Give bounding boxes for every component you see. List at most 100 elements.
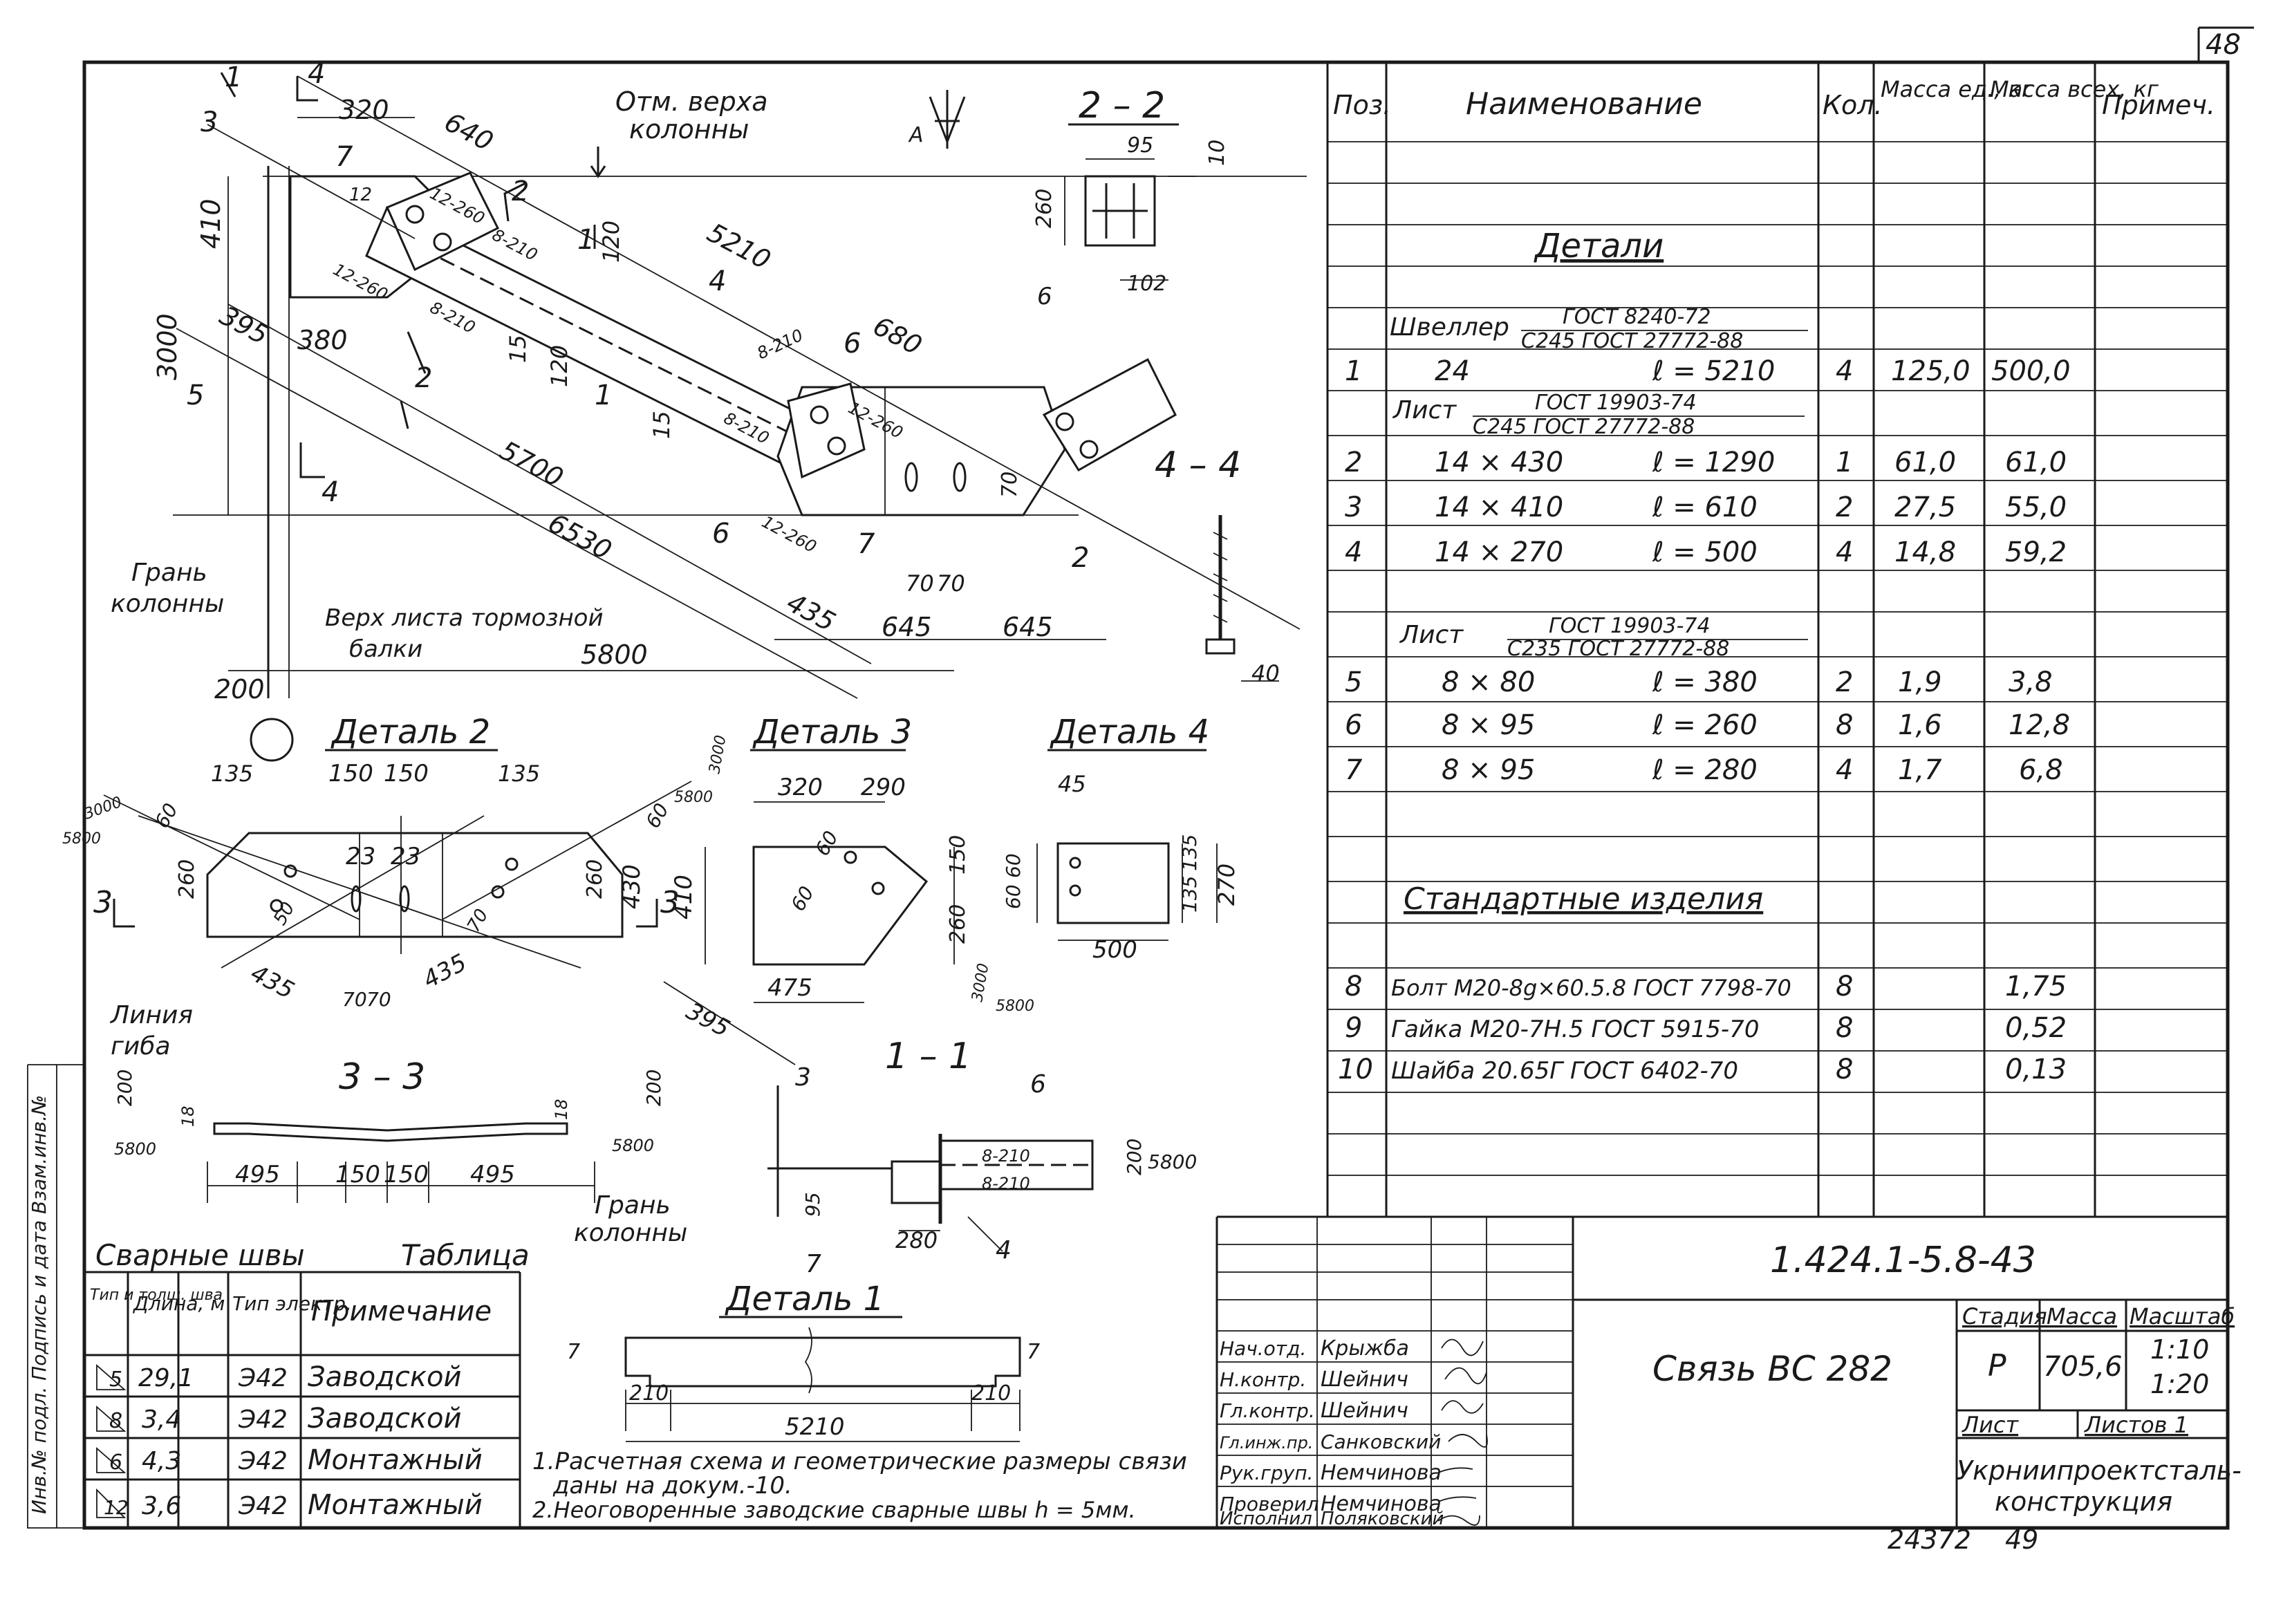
spec-name: Шайба 20.65Г ГОСТ 6402-70 [1391, 1057, 1738, 1085]
dim: 210 [971, 1381, 1011, 1406]
dim: 200 [214, 674, 265, 704]
label: Линия [109, 1001, 193, 1029]
spec-name: 8 × 95 [1442, 754, 1535, 786]
weld-mark: 12-260 [758, 512, 819, 557]
dim: 210 [629, 1381, 669, 1406]
weld-table-label: Таблица [401, 1238, 530, 1272]
weld-mark: 8-210 [754, 326, 806, 364]
dim: 45 [1058, 771, 1086, 797]
detail-2-leader-lines [103, 781, 692, 969]
weld-header-note: Примечание [311, 1296, 492, 1327]
sheet-frame [82, 60, 2230, 1530]
dim: 430 [618, 864, 646, 909]
dim: 475 [767, 974, 812, 1002]
weld-note: Монтажный [308, 1444, 483, 1476]
channel-webs [1092, 183, 1148, 239]
pos-label: 6 [1030, 1070, 1046, 1099]
role: Проверил [1220, 1493, 1319, 1515]
dim: 500 [1092, 936, 1137, 964]
bolt-hole [270, 899, 283, 913]
dim: 60 [1002, 884, 1025, 909]
spec-total-mass: 61,0 [2005, 447, 2067, 478]
spec-qty: 8 [1836, 709, 1853, 741]
section-3-3: 3 – 3 200 5800 18 18 200 5800 495 150 15… [113, 1056, 665, 1203]
person: Немчинова [1321, 1492, 1442, 1516]
detail-title: Деталь 2 [330, 713, 490, 752]
dim: 150 [328, 760, 373, 787]
dim: 135 [498, 760, 540, 787]
dim: 410 [196, 198, 226, 249]
bolt-hole [283, 864, 297, 878]
dimension-line-5700 [227, 304, 872, 664]
spec-header-qty: Кол. [1823, 90, 1883, 120]
detail-title: Деталь 1 [725, 1280, 884, 1318]
weld-length: 4,3 [142, 1447, 181, 1475]
dim: 3000 [152, 313, 183, 380]
pos-label: 6 [1037, 283, 1052, 310]
bolt-hole [1069, 884, 1081, 897]
dim: 70 [937, 570, 965, 597]
dim: 23 [346, 843, 375, 870]
role: Гл.инж.пр. [1220, 1433, 1313, 1453]
spec-pos: 7 [1345, 754, 1363, 786]
spec-length: ℓ = 260 [1652, 709, 1758, 741]
stage-label: Стадия [1962, 1303, 2047, 1329]
cut-label: 2 [512, 176, 529, 207]
spec-unit-mass: 61,0 [1894, 447, 1956, 478]
dim: 395 [682, 998, 734, 1043]
spec-row: 4 14 × 270 ℓ = 500 4 14,8 59,2 [1345, 536, 2067, 568]
end-plate-center [787, 382, 866, 479]
spec-group-channel-steel: С245 ГОСТ 27772-88 [1521, 329, 1743, 353]
spec-pos: 10 [1338, 1054, 1373, 1085]
pos-label: 4 [709, 265, 726, 297]
role: Нач.отд. [1220, 1337, 1306, 1360]
spec-qty: 4 [1836, 355, 1853, 387]
spec-length: ℓ = 280 [1652, 754, 1758, 786]
dim: 23 [391, 843, 420, 870]
page-number-box [2197, 26, 2254, 62]
dim: 5700 [495, 435, 568, 493]
section-1-1: 1 – 1 200 5800 95 280 8-210 8-210 3 6 7 … [574, 1036, 1197, 1278]
channel-detail-1 [624, 1336, 1021, 1388]
cut-label: 1 [577, 224, 595, 256]
spec-unit-mass: 14,8 [1894, 536, 1956, 568]
spec-group-channel: Швеллер [1390, 313, 1509, 342]
margin-strip [27, 1064, 84, 1529]
dim: 200 [1123, 1139, 1146, 1175]
plate-detail-4 [1056, 842, 1170, 924]
spec-row: 3 14 × 410 ℓ = 610 2 27,5 55,0 [1345, 492, 2067, 523]
dim: 495 [235, 1161, 280, 1188]
spec-group-sheet-1-gost: ГОСТ 19903-74 [1535, 391, 1697, 415]
dim: 120 [546, 345, 572, 387]
spec-header-name: Наименование [1466, 86, 1702, 122]
spec-unit-mass: 27,5 [1894, 492, 1956, 523]
bolt-hole [405, 205, 425, 224]
spec-row: 8 Болт М20-8g×60.5.8 ГОСТ 7798-70 8 1,75 [1345, 971, 2067, 1002]
spec-grid-rows [1327, 141, 2228, 1176]
dim: 3000 [969, 962, 992, 1003]
title-block: 1.424.1-5.8-43 Связь ВС 282 Стадия Масса… [1215, 1215, 2242, 1529]
leader-line-3 [207, 124, 416, 239]
spec-row: 9 Гайка М20-7Н.5 ГОСТ 5915-70 8 0,52 [1345, 1012, 2067, 1044]
spec-row: 10 Шайба 20.65Г ГОСТ 6402-70 8 0,13 [1338, 1054, 2067, 1085]
cut-label: 4 [308, 58, 325, 90]
organization-line-2: конструкция [1995, 1486, 2172, 1517]
dim: 70 [906, 570, 934, 597]
dim: 7 [567, 1340, 580, 1364]
dim: 320 [339, 95, 389, 125]
dim: 645 [1003, 612, 1053, 642]
slot-hole [351, 885, 362, 913]
spec-length: ℓ = 1290 [1652, 447, 1775, 478]
axis-label: А [908, 123, 924, 147]
dim: 5800 [62, 830, 101, 848]
weld-length: 29,1 [138, 1364, 194, 1392]
dimension-line-6530 [176, 328, 858, 699]
spec-total-mass: 3,8 [2009, 666, 2053, 698]
dim: 5210 [785, 1413, 845, 1441]
spec-total-mass: 59,2 [2005, 536, 2067, 568]
bolt-hole [844, 850, 857, 864]
spec-pos: 1 [1345, 355, 1362, 387]
spec-pos: 6 [1345, 709, 1362, 741]
spec-name: Гайка М20-7Н.5 ГОСТ 5915-70 [1391, 1016, 1759, 1043]
dim: 680 [868, 310, 927, 361]
